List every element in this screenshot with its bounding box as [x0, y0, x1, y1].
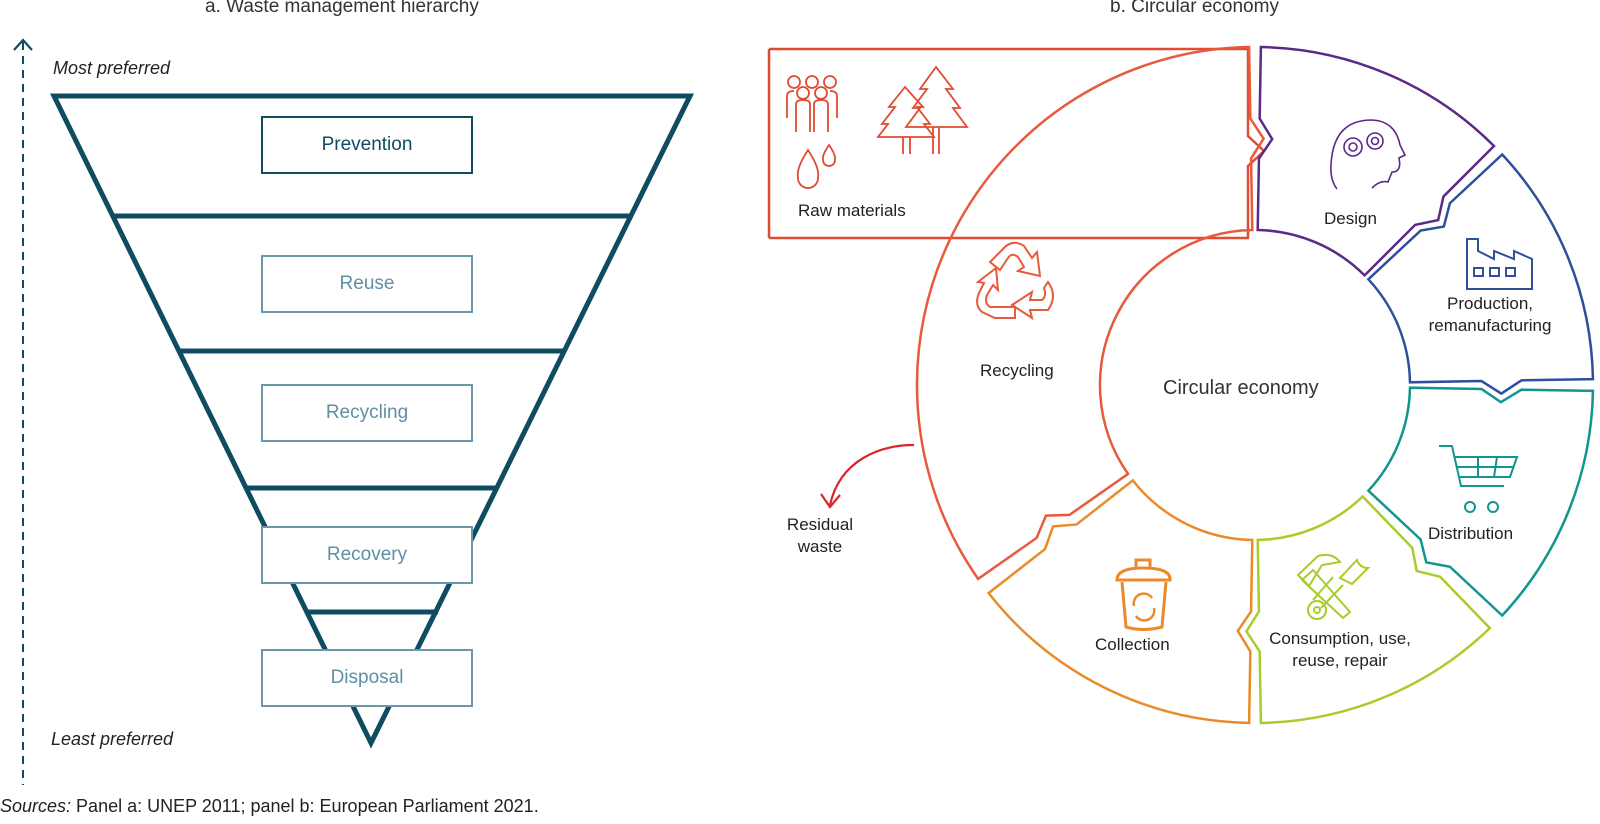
circular-economy-diagram [767, 45, 1595, 725]
residual-waste-arrow [828, 443, 915, 506]
level-disposal: Disposal [261, 649, 473, 707]
axis-arrow-up-icon [13, 38, 33, 51]
residual-waste-line2: waste [797, 537, 843, 556]
sources-note: Sources: Panel a: UNEP 2011; panel b: Eu… [0, 796, 539, 817]
production-label-line1: Production, [1447, 294, 1533, 313]
segment-design [1256, 45, 1496, 278]
segment-distribution [1366, 386, 1595, 618]
brain-gears-icon [1330, 119, 1407, 190]
level-reuse: Reuse [261, 255, 473, 313]
level-recycling: Recycling [261, 384, 473, 442]
funnel-outline [49, 93, 695, 749]
level-recovery: Recovery [261, 526, 473, 584]
consumption-label: Consumption, use, reuse, repair [1255, 628, 1425, 672]
panel-a-title: a. Waste management hierarchy [205, 0, 479, 17]
segment-consumption [1244, 494, 1492, 725]
center-label: Circular economy [1163, 377, 1319, 399]
segment-collection [986, 478, 1254, 725]
consumption-label-line2: reuse, repair [1292, 651, 1388, 670]
sources-prefix: Sources: [0, 796, 72, 816]
shopping-cart-icon [1439, 445, 1519, 513]
people-icon [786, 75, 838, 132]
factory-icon [1466, 238, 1533, 290]
design-label: Design [1324, 209, 1377, 228]
droplets-icon [796, 143, 837, 189]
consumption-label-line1: Consumption, use, [1269, 629, 1411, 648]
production-label: Production, remanufacturing [1405, 293, 1575, 337]
panel-b-title: b. Circular economy [1110, 0, 1279, 17]
hammer-wrench-icon [1296, 553, 1371, 620]
recycle-icon [975, 241, 1054, 321]
most-preferred-label: Most preferred [53, 58, 171, 78]
recycle-bin-icon [1115, 558, 1172, 631]
distribution-label: Distribution [1428, 524, 1514, 543]
waste-hierarchy-diagram [13, 38, 695, 785]
least-preferred-label: Least preferred [51, 729, 174, 749]
sources-text: Panel a: UNEP 2011; panel b: European Pa… [71, 796, 539, 816]
segment-production [1366, 152, 1595, 396]
raw-materials-label: Raw materials [798, 201, 906, 220]
collection-label: Collection [1095, 635, 1170, 654]
recycling-label: Recycling [980, 361, 1054, 380]
production-label-line2: remanufacturing [1428, 316, 1552, 335]
residual-waste-arrowhead-icon [820, 493, 841, 509]
level-prevention: Prevention [261, 116, 473, 174]
residual-waste-label: Residual waste [780, 514, 860, 558]
residual-waste-line1: Residual [786, 515, 854, 534]
trees-icon [876, 65, 969, 154]
segment-recycling [915, 45, 1266, 581]
